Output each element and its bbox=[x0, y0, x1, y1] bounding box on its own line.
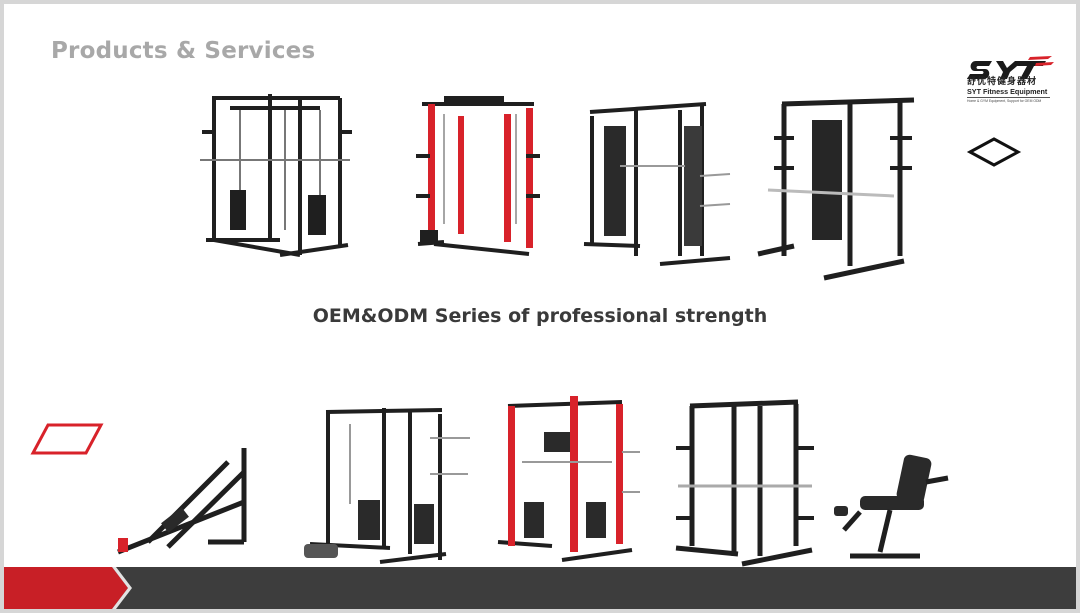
parallelogram-outline-icon bbox=[30, 423, 104, 455]
page-title: Products & Services bbox=[51, 38, 316, 64]
logo-chinese-name: 舒优特健身器材 bbox=[967, 77, 1038, 87]
logo-english-name: SYT Fitness Equipment bbox=[967, 87, 1048, 96]
product-smith-machine-cable-rack bbox=[200, 94, 352, 257]
syt-logo-icon bbox=[967, 56, 1054, 79]
product-multi-functional-trainer bbox=[304, 408, 470, 564]
footer-red-chevron-icon bbox=[4, 567, 132, 609]
logo-tagline: Home & GYM Equipment, Support for OEM OD… bbox=[967, 99, 1042, 103]
diamond-outline-icon bbox=[966, 137, 1022, 167]
product-leg-extension-bench bbox=[834, 454, 949, 559]
product-power-rack-with-pulleys bbox=[675, 399, 814, 567]
slide: Products & Services 舒优特健身器材 SYT Fitness … bbox=[4, 4, 1076, 609]
product-functional-trainer-smith-rack bbox=[583, 102, 731, 266]
product-half-rack-smith-machine bbox=[757, 97, 915, 281]
product-leg-press-hack-squat bbox=[117, 448, 247, 555]
logo-divider bbox=[967, 97, 1050, 98]
product-red-smith-cable-rack bbox=[497, 396, 640, 562]
product-red-power-rack-with-cables bbox=[416, 96, 540, 256]
series-heading: OEM&ODM Series of professional strength bbox=[312, 305, 768, 327]
footer-bar bbox=[4, 567, 1076, 609]
